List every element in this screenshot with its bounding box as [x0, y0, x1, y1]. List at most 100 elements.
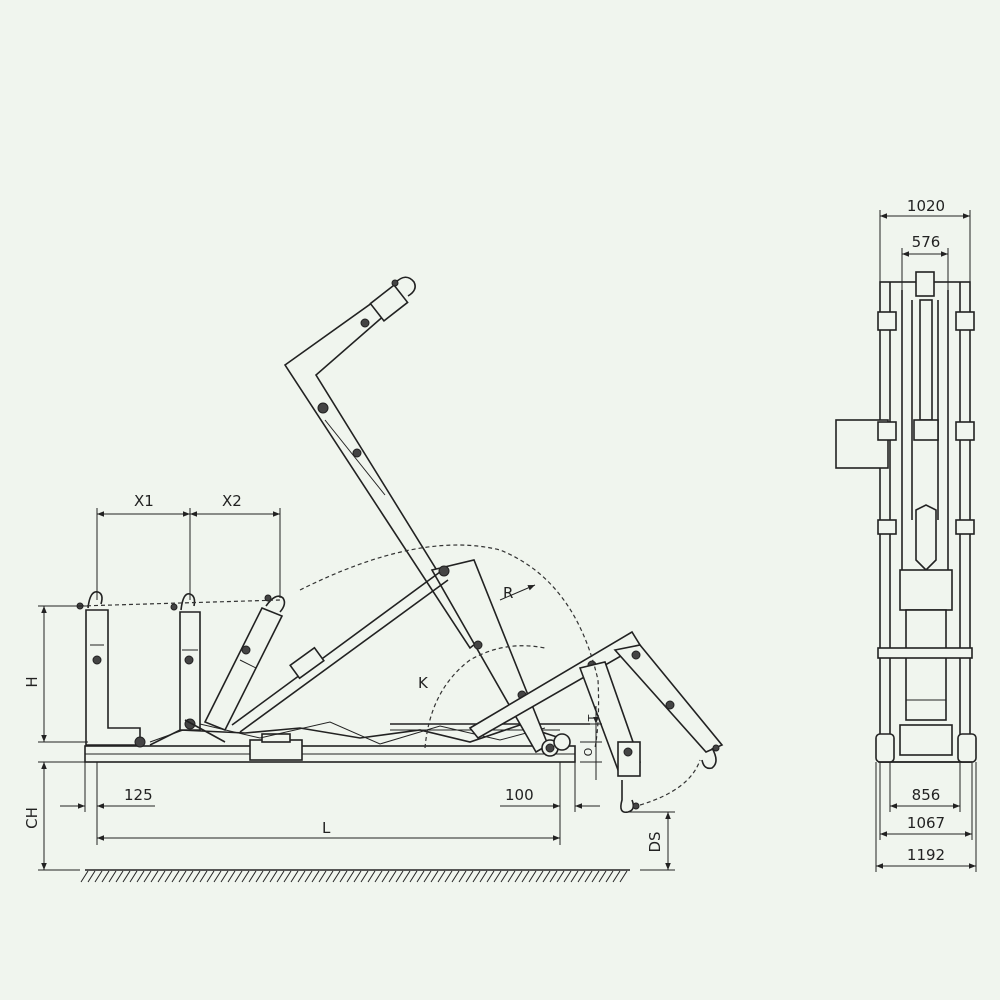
hatch-mark — [164, 870, 173, 883]
label-h: H — [23, 676, 41, 687]
hatch-mark — [388, 870, 397, 883]
hatch-mark — [528, 870, 537, 883]
hatch-mark — [255, 870, 264, 883]
label-x2: X2 — [222, 492, 242, 510]
hatch-mark — [444, 870, 453, 883]
hatch-mark — [619, 870, 628, 883]
hatch-mark — [570, 870, 579, 883]
hatch-mark — [122, 870, 131, 883]
hatch-mark — [493, 870, 502, 883]
hatch-mark — [115, 870, 124, 883]
hatch-mark — [290, 870, 299, 883]
hydraulic-cylinder — [231, 571, 449, 733]
hatch-mark — [297, 870, 306, 883]
label-k: K — [418, 674, 429, 692]
label-125: 125 — [124, 786, 153, 804]
hatch-mark — [416, 870, 425, 883]
hatch-mark — [465, 870, 474, 883]
hatch-mark — [171, 870, 180, 883]
hook-position-3 — [184, 594, 286, 743]
hatch-mark — [577, 870, 586, 883]
hatch-mark — [241, 870, 250, 883]
hatch-mark — [227, 870, 236, 883]
hatch-mark — [423, 870, 432, 883]
hatch-mark — [437, 870, 446, 883]
hatch-mark — [136, 870, 145, 883]
hatch-mark — [108, 870, 117, 883]
end-view: 1020 576 856 1067 1192 — [835, 197, 977, 872]
hatch-mark — [612, 870, 621, 883]
hatch-mark — [213, 870, 222, 883]
label-1067: 1067 — [907, 814, 945, 832]
hatch-mark — [514, 870, 523, 883]
hatch-mark — [220, 870, 229, 883]
hatch-mark — [318, 870, 327, 883]
hook-position-2 — [170, 593, 201, 731]
hatch-mark — [542, 870, 551, 883]
label-1020: 1020 — [907, 197, 945, 215]
hatch-mark — [360, 870, 369, 883]
hatch-mark — [402, 870, 411, 883]
hatch-mark — [311, 870, 320, 883]
hatch-mark — [269, 870, 278, 883]
hatch-mark — [374, 870, 383, 883]
ground-hatch — [80, 869, 630, 883]
label-r: R — [503, 584, 513, 602]
hatch-mark — [598, 870, 607, 883]
hatch-mark — [409, 870, 418, 883]
hatch-mark — [451, 870, 460, 883]
hatch-mark — [262, 870, 271, 883]
hatch-mark — [339, 870, 348, 883]
hatch-mark — [563, 870, 572, 883]
hatch-mark — [472, 870, 481, 883]
hatch-mark — [556, 870, 565, 883]
hatch-mark — [206, 870, 215, 883]
subframe — [84, 721, 590, 763]
hatch-mark — [591, 870, 600, 883]
hatch-mark — [332, 870, 341, 883]
hatch-mark — [150, 870, 159, 883]
label-1192: 1192 — [907, 846, 945, 864]
hook-position-1 — [76, 591, 146, 748]
hatch-mark — [199, 870, 208, 883]
hatch-mark — [430, 870, 439, 883]
hatch-mark — [94, 870, 103, 883]
hatch-mark — [458, 870, 467, 883]
label-t: T — [586, 714, 599, 722]
label-o: O — [582, 747, 595, 756]
hatch-mark — [353, 870, 362, 883]
label-ds: DS — [646, 831, 664, 852]
hatch-mark — [101, 870, 110, 883]
hatch-mark — [87, 870, 96, 883]
label-ch: CH — [23, 807, 41, 829]
hatch-mark — [486, 870, 495, 883]
hatch-mark — [549, 870, 558, 883]
side-view: X1 X2 H CH 125 100 L DS K R T O — [23, 276, 724, 883]
hatch-mark — [535, 870, 544, 883]
label-100: 100 — [505, 786, 534, 804]
hatch-mark — [381, 870, 390, 883]
hatch-mark — [80, 870, 89, 883]
label-576: 576 — [912, 233, 941, 251]
swing-arcs — [79, 544, 701, 806]
hatch-mark — [192, 870, 201, 883]
hatch-mark — [234, 870, 243, 883]
hatch-mark — [276, 870, 285, 883]
dimension-lines — [38, 508, 675, 871]
hatch-mark — [500, 870, 509, 883]
hatch-mark — [157, 870, 166, 883]
hatch-mark — [584, 870, 593, 883]
label-x1: X1 — [134, 492, 154, 510]
hatch-mark — [178, 870, 187, 883]
hatch-mark — [283, 870, 292, 883]
hatch-mark — [248, 870, 257, 883]
hatch-mark — [479, 870, 488, 883]
hatch-mark — [129, 870, 138, 883]
hatch-mark — [304, 870, 313, 883]
hatch-mark — [507, 870, 516, 883]
label-856: 856 — [912, 786, 941, 804]
hatch-mark — [395, 870, 404, 883]
hatch-mark — [605, 870, 614, 883]
hatch-mark — [325, 870, 334, 883]
